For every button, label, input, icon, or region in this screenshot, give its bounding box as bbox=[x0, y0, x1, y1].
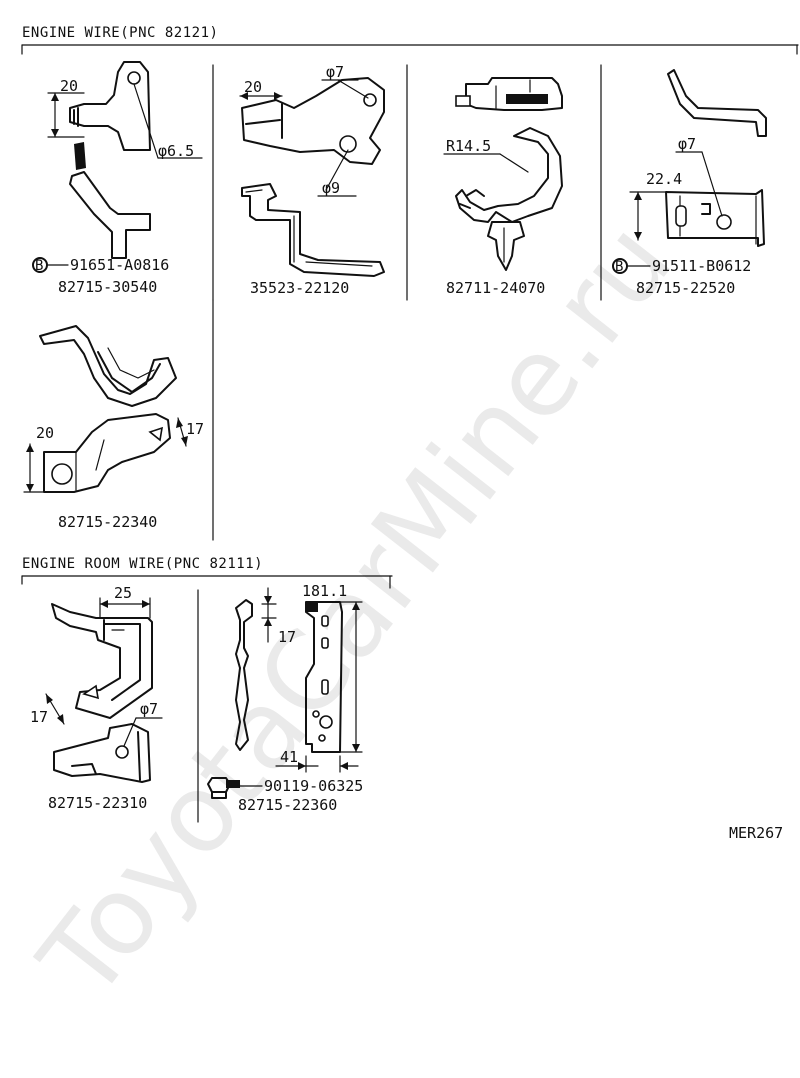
dim-label: 17 bbox=[186, 420, 204, 438]
dim-label: φ7 bbox=[326, 63, 344, 81]
part-82715-22340: 20 17 82715-22340 bbox=[23, 325, 204, 531]
part-82715-30540: 20 φ6.5 B 91651-A0816 82715-30540 bbox=[32, 61, 203, 296]
bolt-part-number: 90119-06325 bbox=[264, 777, 363, 795]
dim-label: φ7 bbox=[140, 700, 158, 718]
dim-label: 20 bbox=[36, 424, 54, 442]
engine-room-wire-section: ENGINE ROOM WIRE(PNC 82111) bbox=[21, 556, 393, 823]
bolt-part-number: 91511-B0612 bbox=[652, 257, 751, 275]
dim-label: 17 bbox=[278, 628, 296, 646]
dim-label: 17 bbox=[30, 708, 48, 726]
part-number: 82715-30540 bbox=[58, 278, 157, 296]
section-title: ENGINE ROOM WIRE(PNC 82111) bbox=[22, 556, 263, 572]
dim-label: φ7 bbox=[678, 135, 696, 153]
part-35523-22120: 20 φ7 φ9 35523-22120 bbox=[239, 63, 385, 297]
bolt-part-number: 91651-A0816 bbox=[70, 256, 169, 274]
dim-label: φ6.5 bbox=[158, 142, 194, 160]
dim-label: 25 bbox=[114, 584, 132, 602]
part-number: 82715-22360 bbox=[238, 796, 337, 814]
section-title: ENGINE WIRE(PNC 82121) bbox=[22, 25, 218, 41]
dim-label: 20 bbox=[244, 78, 262, 96]
part-number: 82711-24070 bbox=[446, 279, 545, 297]
part-82711-24070: R14.5 82711-24070 bbox=[443, 77, 563, 297]
dim-label: 181.1 bbox=[302, 582, 347, 600]
part-number: 82715-22340 bbox=[58, 513, 157, 531]
part-number: 82715-22520 bbox=[636, 279, 735, 297]
dim-label: 20 bbox=[60, 77, 78, 95]
dim-label: R14.5 bbox=[446, 137, 491, 155]
bolt-symbol: B bbox=[615, 259, 623, 275]
part-number: 35523-22120 bbox=[250, 279, 349, 297]
dim-label: φ9 bbox=[322, 179, 340, 197]
figure-code: MER267 bbox=[729, 824, 783, 842]
part-number: 82715-22310 bbox=[48, 794, 147, 812]
dim-label: 41 bbox=[280, 748, 298, 766]
engine-wire-section: ENGINE WIRE(PNC 82121) bbox=[21, 25, 799, 541]
bolt-symbol: B bbox=[35, 258, 43, 274]
dim-label: 22.4 bbox=[646, 170, 682, 188]
part-82715-22310: 25 17 φ7 82715-22310 bbox=[30, 584, 163, 812]
part-82715-22520: φ7 22.4 B 91511-B0612 82715-22520 bbox=[612, 69, 767, 297]
part-82715-22360: 17 181.1 41 90119-06325 82715-22360 bbox=[207, 582, 363, 814]
